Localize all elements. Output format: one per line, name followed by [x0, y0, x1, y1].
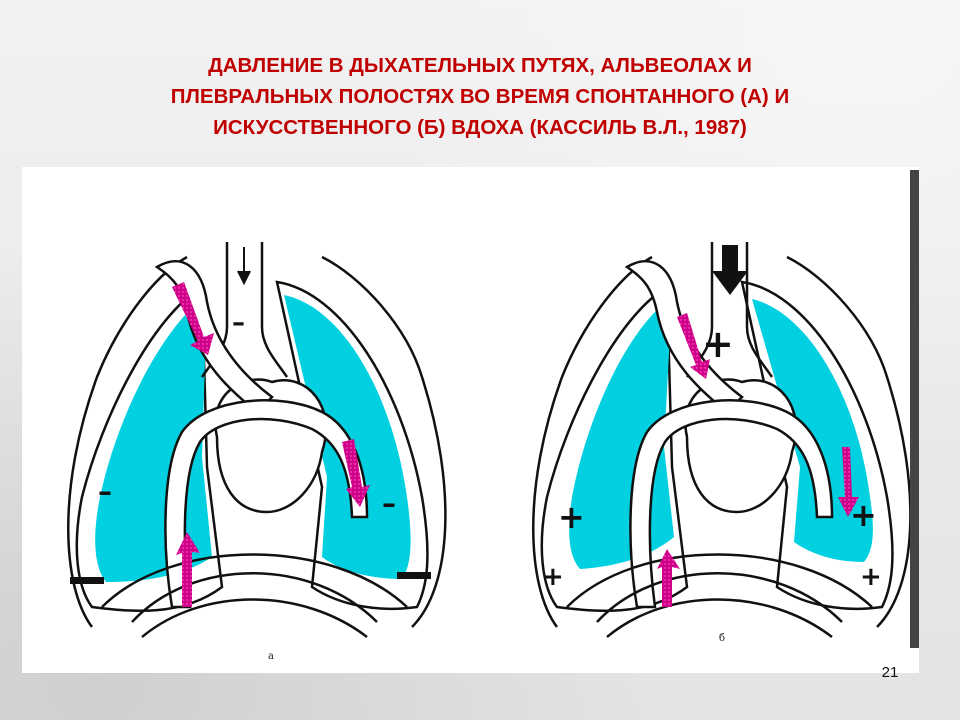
left-lung-sign-a: – — [98, 475, 112, 508]
pleura-bar-right-a — [397, 572, 431, 579]
figure-edge — [910, 170, 919, 648]
rib-b — [566, 553, 873, 638]
vessel-left-b — [624, 260, 744, 414]
slide-number: 21 — [881, 664, 899, 681]
panel-a — [67, 242, 447, 638]
left-lung-sign-b: + — [558, 498, 585, 536]
panel-b — [532, 242, 912, 638]
left-pleura-sign-b: + — [542, 562, 564, 592]
trachea-sign-a: – — [232, 308, 245, 338]
chest-outline-b — [532, 255, 912, 628]
diagram-svg — [67, 242, 912, 638]
panel-b-label: б — [719, 633, 726, 644]
right-lung-sign-a: – — [382, 487, 396, 520]
diagram-figure: – – – а + + + + + б — [22, 167, 919, 673]
airflow-arrow-bold-icon — [712, 245, 748, 295]
rib-a — [101, 553, 408, 638]
trachea-sign-b: + — [702, 322, 734, 366]
airflow-arrow-thin-icon — [237, 247, 251, 286]
slide-title: ДАВЛЕНИЕ В ДЫХАТЕЛЬНЫХ ПУТЯХ, АЛЬВЕОЛАХ … — [170, 54, 790, 139]
left-pleura-outline-b — [540, 284, 689, 612]
right-lung-sign-b: + — [850, 496, 877, 534]
blood-flow-arrow-icon — [657, 313, 859, 607]
right-lung-b — [752, 299, 873, 562]
panel-a-label: а — [268, 651, 274, 662]
right-pleura-sign-b: + — [860, 562, 882, 592]
left-pleura-outline-a — [75, 284, 224, 612]
pleura-bar-left-a — [70, 577, 104, 584]
blood-flow-arrow-icon — [172, 282, 370, 607]
